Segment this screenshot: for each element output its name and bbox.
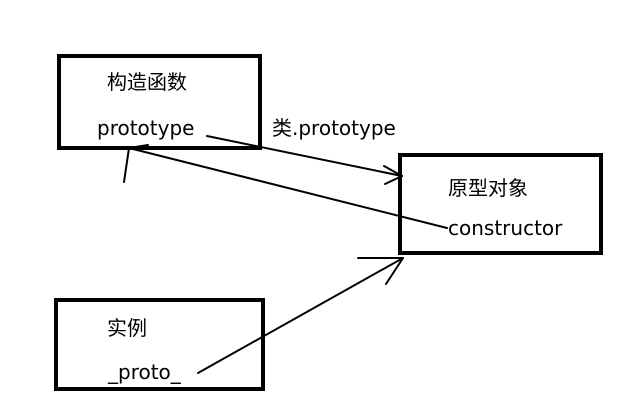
arrow-proto-to-prototype-object-head xyxy=(357,257,404,285)
prototype-object-constructor-property: constructor xyxy=(448,216,563,240)
constructor-function-prototype-property: prototype xyxy=(97,116,195,140)
prototype-object-title: 原型对象 xyxy=(448,176,528,200)
instance-title: 实例 xyxy=(107,316,147,340)
prototype-edge-label: 类.prototype xyxy=(272,116,396,140)
instance-proto-property: _proto_ xyxy=(108,360,181,384)
constructor-function-title: 构造函数 xyxy=(107,70,187,94)
arrow-constructor-to-constructor-function-head xyxy=(123,144,149,183)
